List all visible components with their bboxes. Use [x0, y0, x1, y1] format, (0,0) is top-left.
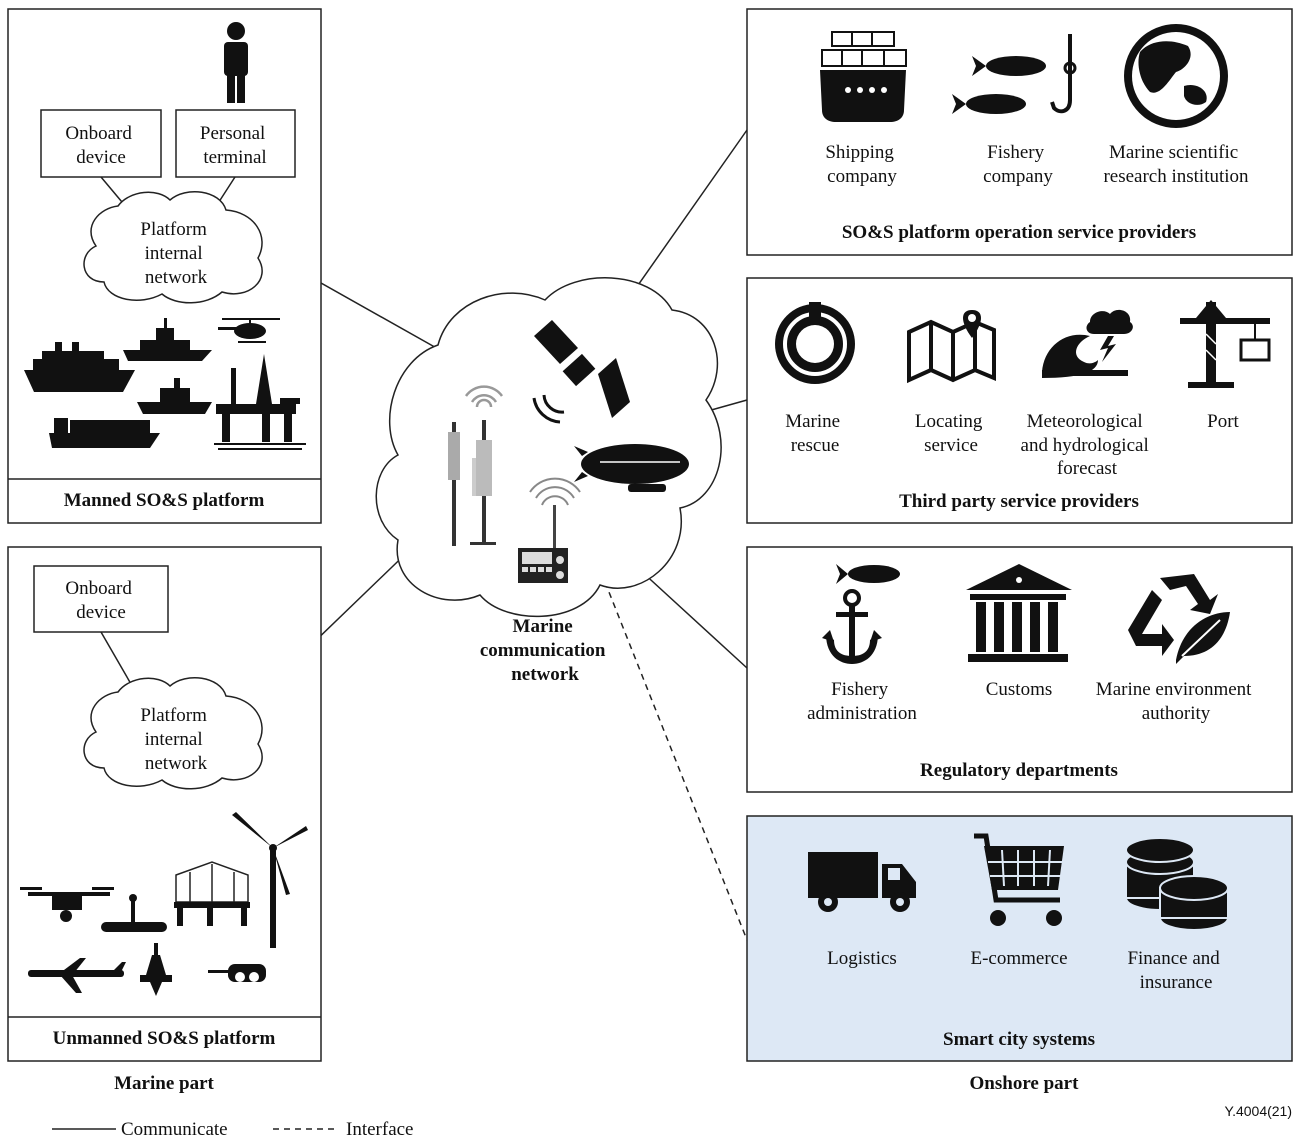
manned-platform-title: Manned SO&S platform: [64, 490, 265, 511]
legend-communicate: Communicate: [121, 1119, 228, 1137]
map-pin-icon: [907, 310, 996, 384]
building-icon: [966, 564, 1072, 662]
regulatory-group: Fishery administration Customs Marine en…: [746, 546, 1293, 793]
unmanned-network-label: Platform internal network: [140, 705, 211, 774]
unmanned-onboard-device-box: [33, 565, 169, 633]
unmanned-network-cloud: [83, 677, 263, 790]
storm-wave-icon: [1042, 309, 1133, 378]
customs-label: Customs: [986, 679, 1053, 700]
logistics-label: Logistics: [827, 948, 897, 969]
cart-icon: [974, 833, 1064, 926]
fishery-administration-label: Fishery administration: [807, 679, 917, 724]
third-party-labels: Marine rescue Locating service Meteorolo…: [785, 411, 1239, 479]
satellite-icon: [532, 320, 630, 424]
lifebuoy-icon: [775, 302, 855, 384]
wind-turbine-icon: [232, 812, 308, 948]
unmanned-platform: Unmanned SO&S platform Onboard device Pl…: [7, 546, 322, 1062]
drone-icon: [20, 887, 114, 922]
environment-authority-label: Marine environment authority: [1096, 679, 1256, 724]
regulatory-labels: Fishery administration Customs Marine en…: [807, 679, 1256, 724]
center-network-label: Marine communication network: [480, 616, 610, 685]
operators-group: Shipping company Fishery company Marine …: [746, 8, 1293, 256]
rov-icon: [208, 964, 266, 982]
figure-id: Y.4004(21): [1225, 1103, 1292, 1119]
smart-city-title: Smart city systems: [943, 1029, 1095, 1050]
marine-part-label: Marine part: [114, 1073, 214, 1094]
legend: Communicate Interface: [52, 1119, 414, 1137]
operators-title: SO&S platform operation service provider…: [842, 222, 1196, 243]
manned-network-cloud: [83, 191, 263, 304]
link-regulatory: [639, 569, 748, 669]
person-icon: [224, 22, 248, 103]
unmanned-onboard-device-label: Onboard device: [65, 578, 136, 623]
legend-interface: Interface: [346, 1119, 414, 1137]
smart-city-group: Logistics E-commerce Finance and insuran…: [746, 815, 1293, 1062]
forecast-label: Meteorological and hydrological forecast: [1021, 411, 1154, 479]
unmanned-platform-title: Unmanned SO&S platform: [53, 1028, 276, 1049]
marine-communication-network: Marine communication network: [375, 277, 722, 685]
recycle-leaf-icon: [1128, 574, 1230, 664]
cruise-ship-icon: [24, 342, 135, 392]
fish-cage-icon: [174, 861, 250, 926]
locating-service-label: Locating service: [915, 411, 987, 456]
research-institution-label: Marine scientific research institution: [1103, 142, 1249, 187]
onboard-device-label: Onboard device: [65, 123, 136, 168]
container-ship-icon: [49, 418, 160, 448]
third-party-title: Third party service providers: [899, 491, 1139, 512]
fish-hook-icon: [952, 34, 1077, 114]
truck-icon: [808, 852, 916, 912]
onboard-device-box: [40, 109, 162, 178]
personal-terminal-box: [175, 109, 296, 178]
tugboat-icon: [137, 378, 212, 414]
finance-insurance-label: Finance and insurance: [1127, 948, 1224, 993]
third-party-group: Marine rescue Locating service Meteorolo…: [746, 277, 1293, 524]
crane-icon: [1180, 300, 1271, 388]
e-commerce-label: E-commerce: [970, 948, 1067, 969]
manned-platform: Manned SO&S platform Onboard device Pers…: [7, 8, 322, 524]
underwater-vehicle-icon: [101, 894, 167, 932]
onshore-part-label: Onshore part: [970, 1073, 1080, 1094]
link-smart-city: [604, 581, 748, 941]
marine-rescue-label: Marine rescue: [785, 411, 845, 456]
port-label: Port: [1207, 411, 1239, 432]
fixed-wing-uav-icon: [28, 958, 126, 993]
personal-terminal-label: Personal terminal: [200, 123, 270, 168]
cell-tower-icon: [448, 385, 504, 546]
ship-icon: [820, 31, 907, 122]
oil-rig-icon: [214, 354, 306, 450]
operators-labels: Shipping company Fishery company Marine …: [825, 142, 1249, 187]
anchor-fish-icon: [822, 564, 900, 664]
airship-icon: [574, 444, 689, 492]
patrol-ship-icon: [123, 318, 212, 361]
smart-city-labels: Logistics E-commerce Finance and insuran…: [827, 948, 1224, 993]
globe-icon: [1124, 24, 1228, 128]
coins-icon: [1125, 837, 1229, 931]
fishery-company-label: Fishery company: [983, 142, 1053, 187]
regulatory-title: Regulatory departments: [920, 760, 1118, 781]
center-cloud: [375, 277, 722, 618]
radio-icon: [518, 477, 581, 583]
shipping-company-label: Shipping company: [825, 142, 898, 187]
manned-network-label: Platform internal network: [140, 219, 211, 288]
buoy-icon: [140, 943, 172, 996]
helicopter-icon: [218, 318, 280, 343]
